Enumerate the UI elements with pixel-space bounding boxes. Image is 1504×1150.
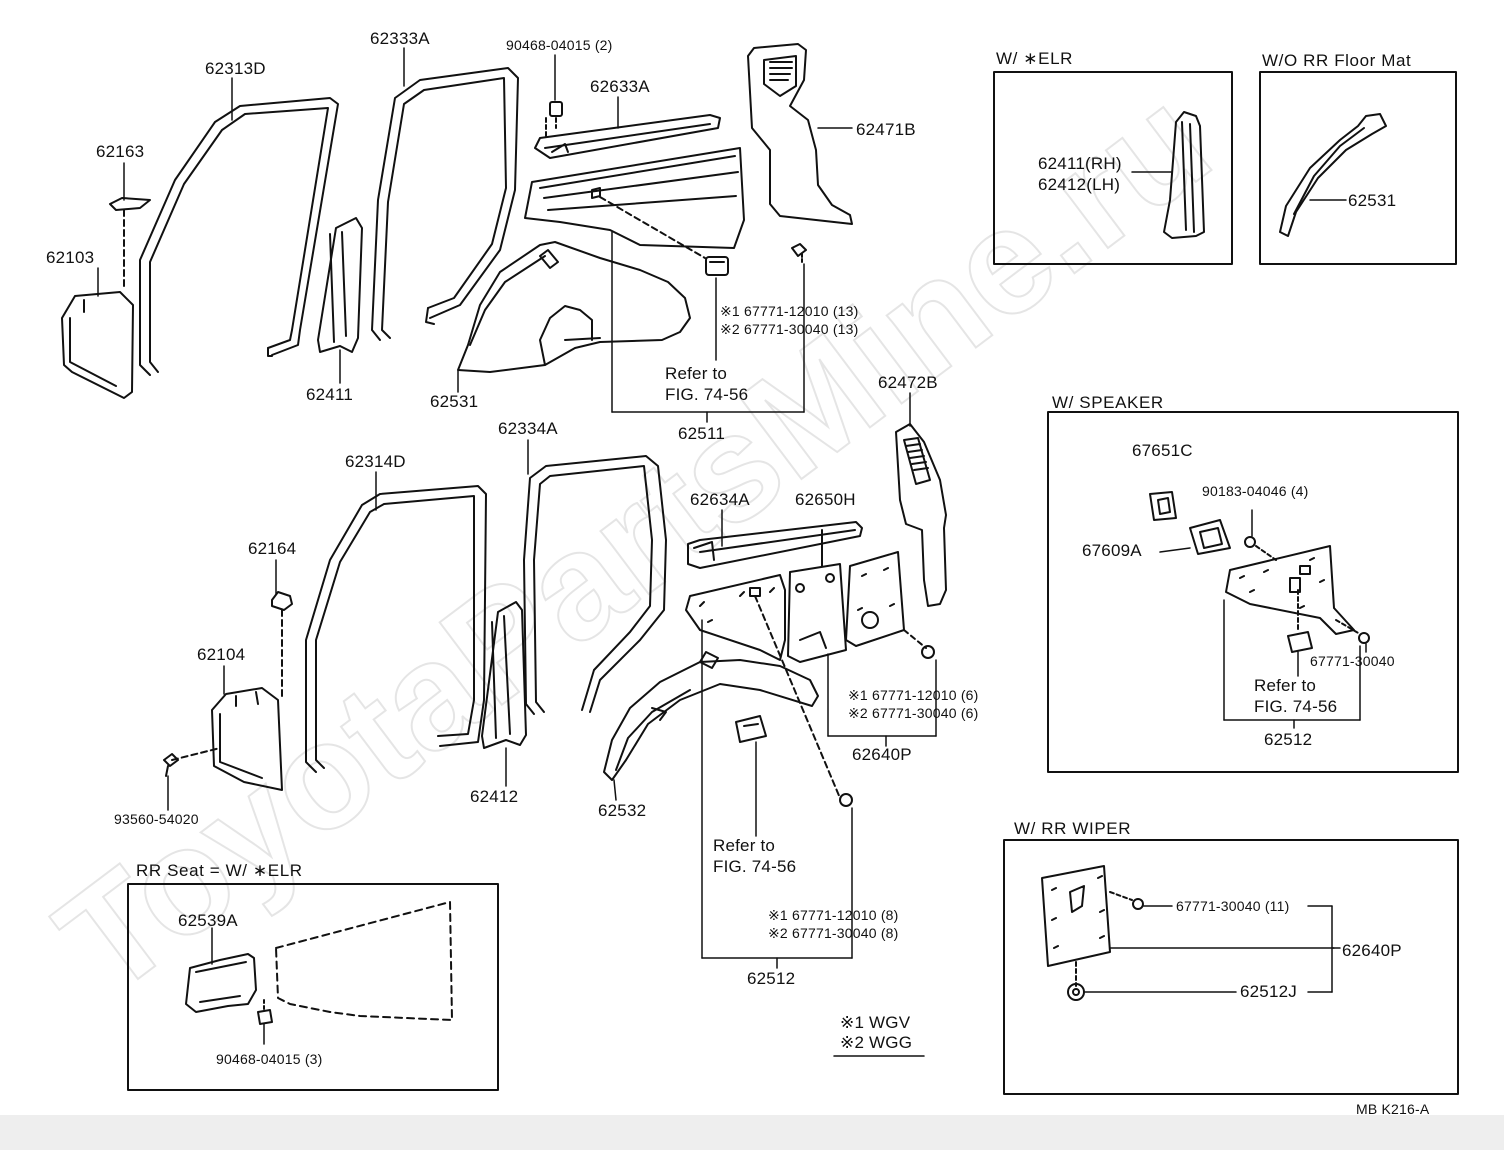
label-62412: 62412 (470, 787, 519, 806)
part-62314D-weatherstrip (305, 485, 487, 773)
diagram-art (61, 43, 1459, 1095)
label-90183-04046: 90183-04046 (4) (1202, 483, 1309, 499)
box-wiper (1003, 839, 1459, 1095)
box-speaker-title: W/ SPEAKER (1052, 393, 1164, 412)
part-62104-panel (171, 687, 283, 791)
label-67651C: 67651C (1132, 441, 1193, 460)
label-62512J: 62512J (1240, 982, 1297, 1001)
label-62103: 62103 (46, 248, 95, 267)
box-rr-seat (127, 883, 499, 1091)
box-wiper-title: W/ RR WIPER (1014, 819, 1132, 838)
part-62334A-weatherstrip (523, 455, 667, 715)
box-floor-mat-title: W/O RR Floor Mat (1262, 51, 1412, 70)
label-62313D: 62313D (205, 59, 266, 78)
part-62164-bracket (271, 591, 293, 701)
note-bot-1: ※1 67771-12010 (8) (768, 907, 899, 923)
footer-band (0, 1115, 1504, 1150)
note-top-2: ※2 67771-30040 (13) (720, 321, 859, 337)
note-bot-2: ※2 67771-30040 (8) (768, 925, 899, 941)
label-62104: 62104 (197, 645, 246, 664)
part-62313D-weatherstrip (139, 97, 339, 376)
label-90468-04015-3: 90468-04015 (3) (216, 1051, 323, 1067)
label-62532: 62532 (598, 801, 647, 820)
part-62640P-panel (845, 551, 927, 649)
label-62539A: 62539A (178, 911, 238, 930)
part-62650H-panel (787, 529, 847, 663)
part-62103-panel (61, 291, 134, 399)
label-62640P: 62640P (852, 745, 912, 764)
label-62471B: 62471B (856, 120, 916, 139)
footer-code: MB K216-A (1356, 1101, 1430, 1117)
label-62640P-wiper: 62640P (1342, 941, 1402, 960)
mid-leaders (167, 392, 937, 969)
label-62511: 62511 (678, 424, 726, 443)
box-floor-mat-part: 62531 (1348, 191, 1397, 210)
label-62512-speaker: 62512 (1264, 730, 1313, 749)
part-62412-pillar (481, 601, 527, 749)
part-62511-clip (705, 256, 729, 276)
note-top-1: ※1 67771-12010 (13) (720, 303, 859, 319)
label-67771-30040-wiper: 67771-30040 (11) (1176, 898, 1290, 914)
label-90468-04015-2: 90468-04015 (2) (506, 37, 613, 53)
part-62531-wheelhouse (457, 241, 691, 373)
part-top-screw (791, 243, 807, 263)
box-elr-title: W/ ∗ELR (996, 49, 1074, 68)
label-62333A: 62333A (370, 29, 430, 48)
legend-1: ※1 WGV (840, 1013, 911, 1032)
label-62512: 62512 (747, 969, 796, 988)
part-90468-clip (545, 101, 563, 139)
label-67771-30040-speaker: 67771-30040 (1310, 653, 1395, 669)
label-62472B: 62472B (878, 373, 938, 392)
part-62163-bracket (109, 197, 151, 291)
part-62411-pillar (317, 217, 363, 353)
part-62333A-weatherstrip (371, 67, 519, 341)
box-elr (993, 71, 1233, 265)
label-62314D: 62314D (345, 452, 406, 471)
label-62411: 62411 (306, 385, 354, 404)
part-62633A-rail (534, 114, 721, 159)
box-elr-part: 62411(RH) 62412(LH) (1038, 154, 1122, 194)
legend-2: ※2 WGG (840, 1033, 913, 1052)
note-mid-1: ※1 67771-12010 (6) (848, 687, 979, 703)
note-top-refer: Refer to FIG. 74-56 (665, 364, 749, 404)
part-93560-screw (163, 753, 179, 777)
label-67609A: 67609A (1082, 541, 1142, 560)
note-bot-refer: Refer to FIG. 74-56 (713, 836, 797, 876)
label-93560-54020: 93560-54020 (114, 811, 199, 827)
part-lower-nut (839, 793, 853, 807)
part-62471B-pillar (747, 43, 853, 225)
part-62634A-rail (687, 521, 863, 569)
part-62512-clip (735, 715, 767, 743)
label-62633A: 62633A (590, 77, 650, 96)
part-mid-nut (921, 645, 935, 659)
label-62634A: 62634A (690, 490, 750, 509)
label-62163: 62163 (96, 142, 145, 161)
label-62164: 62164 (248, 539, 297, 558)
top-leaders (97, 47, 853, 423)
part-62512-panel (685, 574, 841, 799)
box-speaker (1047, 411, 1459, 773)
label-62531: 62531 (430, 392, 479, 411)
note-mid-2: ※2 67771-30040 (6) (848, 705, 979, 721)
box-floor-mat (1259, 71, 1457, 265)
box-rr-seat-title: RR Seat = W/ ∗ELR (136, 861, 303, 880)
note-speaker-refer: Refer to FIG. 74-56 (1254, 676, 1338, 716)
label-62334A: 62334A (498, 419, 558, 438)
label-62650H: 62650H (795, 490, 856, 509)
part-62511-panel (524, 147, 745, 259)
part-62472B-pillar (895, 423, 947, 607)
part-62532-wheelhouse (603, 651, 819, 781)
